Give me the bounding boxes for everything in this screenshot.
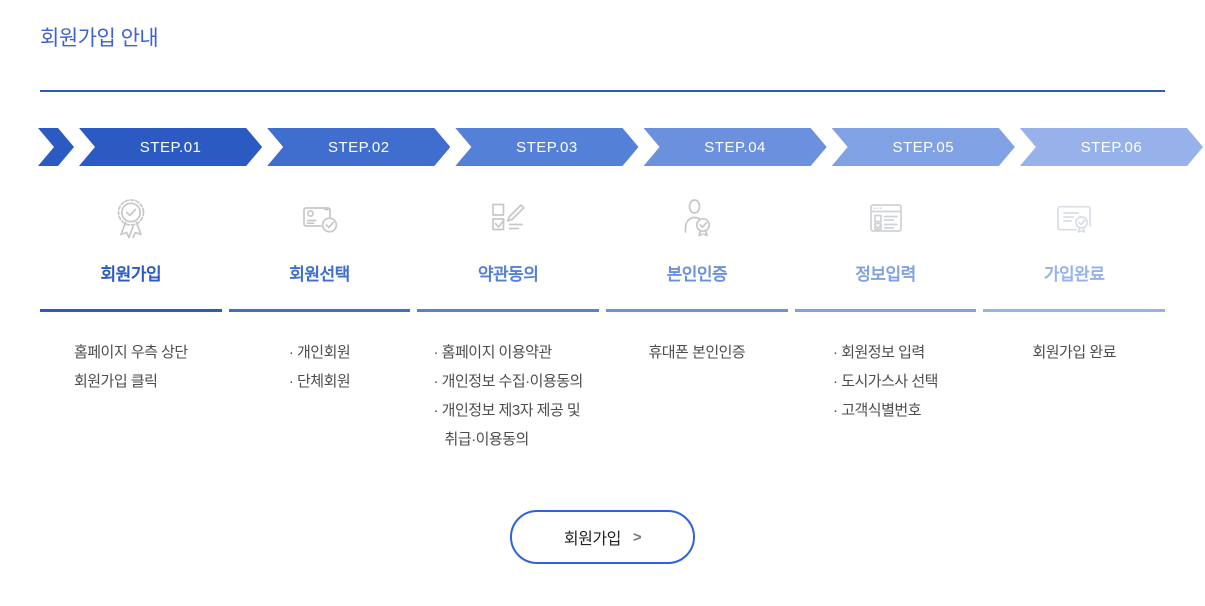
step-desc-line: 휴대폰 본인인증 <box>648 344 746 361</box>
step-desc-line: 홈페이지 우측 상단 <box>73 344 188 361</box>
step-column: 본인인증 휴대폰 본인인증 <box>606 194 788 454</box>
step-underline <box>40 309 222 312</box>
id-card-check-icon <box>302 207 337 233</box>
step-icon-box <box>296 194 344 244</box>
step-desc-line: · 홈페이지 이용약관 <box>433 344 553 361</box>
step-underline <box>606 309 788 312</box>
step-underline <box>794 309 977 312</box>
lead-chevron-icon <box>38 128 74 166</box>
step-arrow-label: STEP.05 <box>892 138 955 156</box>
step-arrow-label: STEP.01 <box>139 138 202 156</box>
medal-check-icon <box>117 199 145 239</box>
step-underline <box>417 309 600 312</box>
step-column: 가입완료 회원가입 완료 <box>983 194 1166 454</box>
step-arrow: STEP.02 <box>267 128 450 166</box>
checklist-pen-icon <box>492 203 525 231</box>
step-description-lines: 회원가입 완료 <box>1032 338 1116 367</box>
step-icon-box <box>862 194 910 244</box>
step-description: · 홈페이지 이용약관 · 개인정보 수집·이용동의 · 개인정보 제3자 제공 및… <box>433 338 584 454</box>
step-icon-box <box>484 194 532 244</box>
step-name: 정보입력 <box>855 265 916 284</box>
step-arrow-label: STEP.02 <box>327 138 390 156</box>
step-description: 회원가입 완료 <box>1032 338 1116 367</box>
step-desc-line: · 개인회원 <box>288 344 351 361</box>
step-desc-line: 회원가입 완료 <box>1032 344 1116 361</box>
step-arrow-label: STEP.04 <box>704 138 766 156</box>
steps-arrow-bar: STEP.01 STEP.02 STEP.03 STEP.04 STEP.05 … <box>38 128 1203 166</box>
step-desc-line: 취급·이용동의 <box>444 431 530 448</box>
step-column: 약관동의 · 홈페이지 이용약관 · 개인정보 수집·이용동의 · 개인정보 제3자… <box>417 194 600 454</box>
title-divider <box>40 90 1165 92</box>
step-arrow: STEP.06 <box>1020 128 1203 166</box>
step-arrow: STEP.03 <box>455 128 638 166</box>
form-window-icon <box>869 204 902 232</box>
step-arrow: STEP.04 <box>644 128 827 166</box>
step-description: · 개인회원 · 단체회원 <box>288 338 351 396</box>
step-name: 약관동의 <box>477 265 539 284</box>
step-description: 휴대폰 본인인증 <box>648 338 745 367</box>
signup-button-label: 회원가입 <box>563 531 621 548</box>
step-column: 정보입력 · 회원정보 입력 · 도시가스사 선택 · 고객식별번호 <box>794 194 977 454</box>
step-description-lines: · 개인회원 · 단체회원 <box>288 338 351 396</box>
step-icon-box <box>107 194 155 244</box>
step-description-lines: · 홈페이지 이용약관 · 개인정보 수집·이용동의 · 개인정보 제3자 제공 및… <box>433 338 584 454</box>
step-column: 회원선택 · 개인회원 · 단체회원 <box>228 194 411 454</box>
step-desc-line: · 회원정보 입력 <box>833 344 925 361</box>
step-icon-box <box>673 194 721 244</box>
step-name: 회원가입 <box>100 265 162 284</box>
step-name: 회원선택 <box>289 265 350 284</box>
step-desc-line: · 개인정보 제3자 제공 및 <box>433 402 581 419</box>
signup-button[interactable]: 회원가입 > <box>509 510 696 564</box>
step-desc-line: · 단체회원 <box>288 373 351 390</box>
page-title: 회원가입 안내 <box>40 27 159 50</box>
step-name: 본인인증 <box>666 265 728 284</box>
certificate-icon <box>1057 205 1092 233</box>
step-description: · 회원정보 입력 · 도시가스사 선택 · 고객식별번호 <box>833 338 938 425</box>
signup-button-row: 회원가입 > <box>40 510 1165 606</box>
step-name: 가입완료 <box>1043 265 1105 284</box>
step-arrow: STEP.01 <box>79 128 262 166</box>
person-verify-icon <box>684 199 710 237</box>
step-arrow-label: STEP.03 <box>516 138 578 156</box>
step-desc-line: · 고객식별번호 <box>833 402 922 419</box>
step-arrow: STEP.05 <box>832 128 1015 166</box>
step-arrow-label: STEP.06 <box>1080 138 1143 156</box>
step-desc-line: · 개인정보 수집·이용동의 <box>433 373 584 390</box>
step-underline <box>228 309 411 312</box>
step-description-lines: 휴대폰 본인인증 <box>648 338 745 367</box>
chevron-right-icon: > <box>632 528 642 546</box>
step-desc-line: · 도시가스사 선택 <box>833 373 938 390</box>
step-icon-box <box>1050 194 1098 244</box>
step-description-lines: · 회원정보 입력 · 도시가스사 선택 · 고객식별번호 <box>833 338 938 425</box>
step-desc-line: 회원가입 클릭 <box>73 373 158 390</box>
step-underline <box>983 309 1166 312</box>
